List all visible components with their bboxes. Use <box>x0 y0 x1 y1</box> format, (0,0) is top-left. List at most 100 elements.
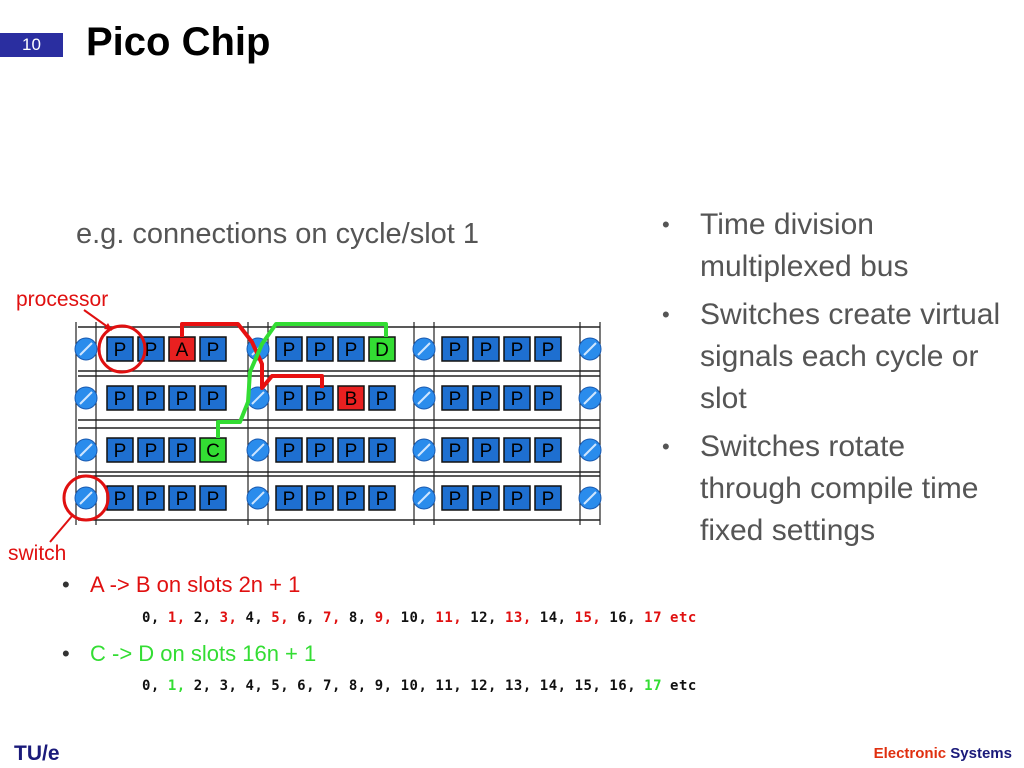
switch-cross <box>583 342 597 356</box>
processor-label: P <box>345 441 358 462</box>
processor-highlight-circle <box>97 324 147 374</box>
slot-number: 4, <box>245 610 264 626</box>
processor-label: processor <box>16 288 108 311</box>
processor-cell <box>503 385 531 411</box>
processor-cell <box>441 485 469 511</box>
bullet-list: •Time division multiplexed bus •Switches… <box>662 204 1002 558</box>
processor-cell <box>441 437 469 463</box>
processor-label: P <box>480 389 493 410</box>
processor-cell <box>472 485 500 511</box>
footer-dept-a: Electronic <box>873 745 947 762</box>
processor-label: P <box>114 489 127 510</box>
slot-number: 17 <box>644 610 663 626</box>
processor-cell <box>368 485 396 511</box>
switch-cross <box>417 491 431 505</box>
processor-cell <box>337 336 365 362</box>
slot-number: etc <box>670 678 697 694</box>
processor-cell <box>472 336 500 362</box>
processor-cell <box>106 437 134 463</box>
switch-cross <box>417 391 431 405</box>
processor-cell <box>275 385 303 411</box>
slot-number: 10, <box>400 610 428 626</box>
processor-label: P <box>345 489 358 510</box>
route-c-to-d <box>216 322 388 438</box>
switch-cross <box>583 391 597 405</box>
processor-cell <box>534 336 562 362</box>
processor-cell <box>306 437 334 463</box>
slot-number: 5, <box>271 610 290 626</box>
rule-text: A -> B on slots 2n + 1 <box>90 572 301 597</box>
node-label: B <box>345 389 358 410</box>
switch-cross <box>251 391 265 405</box>
node-c <box>199 437 227 463</box>
processor-label: P <box>511 340 524 361</box>
switch-cross <box>79 391 93 405</box>
processor-label: P <box>207 389 220 410</box>
slot-sequence-a-b: 0,1,2,3,4,5,6,7,8,9,10,11,12,13,14,15,16… <box>142 610 705 626</box>
processor-label: P <box>314 340 327 361</box>
processor-label: P <box>176 441 189 462</box>
slot-number: 15, <box>574 610 602 626</box>
processor-cell <box>337 485 365 511</box>
processor-cell <box>199 485 227 511</box>
processor-cell <box>368 385 396 411</box>
slot-number: 7, <box>323 610 341 626</box>
processor-label: P <box>480 441 493 462</box>
bullet-item: •Time division multiplexed bus <box>662 208 909 283</box>
processor-label: P <box>376 441 389 462</box>
processor-cell <box>199 385 227 411</box>
processor-label: P <box>449 441 462 462</box>
processor-label: P <box>145 489 158 510</box>
slot-sequence-c-d: 0,1,2,3,4,5,6,7,8,9,10,11,12,13,14,15,16… <box>142 678 705 694</box>
footer-department: Electronic Systems <box>874 745 1012 762</box>
processor-cell <box>441 336 469 362</box>
slot-number: 6, <box>297 678 316 694</box>
switch-cross <box>79 443 93 457</box>
footer-dept-b: Systems <box>950 745 1012 762</box>
rule-bullet: • <box>62 572 70 597</box>
node-label: D <box>375 340 389 361</box>
processor-label: P <box>145 389 158 410</box>
processor-label: P <box>114 389 127 410</box>
switch-cross <box>583 491 597 505</box>
slot-number: 12, <box>470 610 497 626</box>
slot-number: 6, <box>297 610 316 626</box>
processor-cell <box>137 385 165 411</box>
node-a <box>168 336 196 362</box>
processor-label: P <box>114 340 127 361</box>
processor-cell <box>441 385 469 411</box>
switch-cross <box>251 443 265 457</box>
processor-label: P <box>283 340 296 361</box>
rule-text: C -> D on slots 16n + 1 <box>90 641 317 666</box>
slot-number: 17 <box>644 678 663 694</box>
switch-cross <box>417 342 431 356</box>
processor-label: P <box>449 489 462 510</box>
slot-number: 1, <box>167 678 186 694</box>
processor-label: P <box>207 340 220 361</box>
slide-title: Pico Chip <box>86 20 271 64</box>
slot-number: 1, <box>167 610 186 626</box>
slot-number: 11, <box>435 610 463 626</box>
processor-cell <box>534 385 562 411</box>
slot-number: 13, <box>504 610 532 626</box>
node-label: C <box>206 441 220 462</box>
bullet-item: •Switches rotate through compile time fi… <box>662 430 979 547</box>
processor-label: P <box>176 389 189 410</box>
slot-number: 8, <box>348 678 367 694</box>
route-a-to-b <box>180 322 324 390</box>
processor-cell <box>472 385 500 411</box>
processor-label: P <box>511 441 524 462</box>
processor-cell <box>275 437 303 463</box>
slot-number: 9, <box>374 610 393 626</box>
processor-cell <box>534 485 562 511</box>
slot-number: 2, <box>193 610 212 626</box>
processor-cell <box>503 485 531 511</box>
slot-number: 10, <box>400 678 428 694</box>
switch-pointer-line <box>49 515 73 543</box>
processor-cell <box>368 437 396 463</box>
processor-label: P <box>542 489 555 510</box>
rule-a-to-b: • A -> B on slots 2n + 1 <box>62 572 300 598</box>
processor-label: P <box>449 389 462 410</box>
processor-cell <box>106 336 134 362</box>
